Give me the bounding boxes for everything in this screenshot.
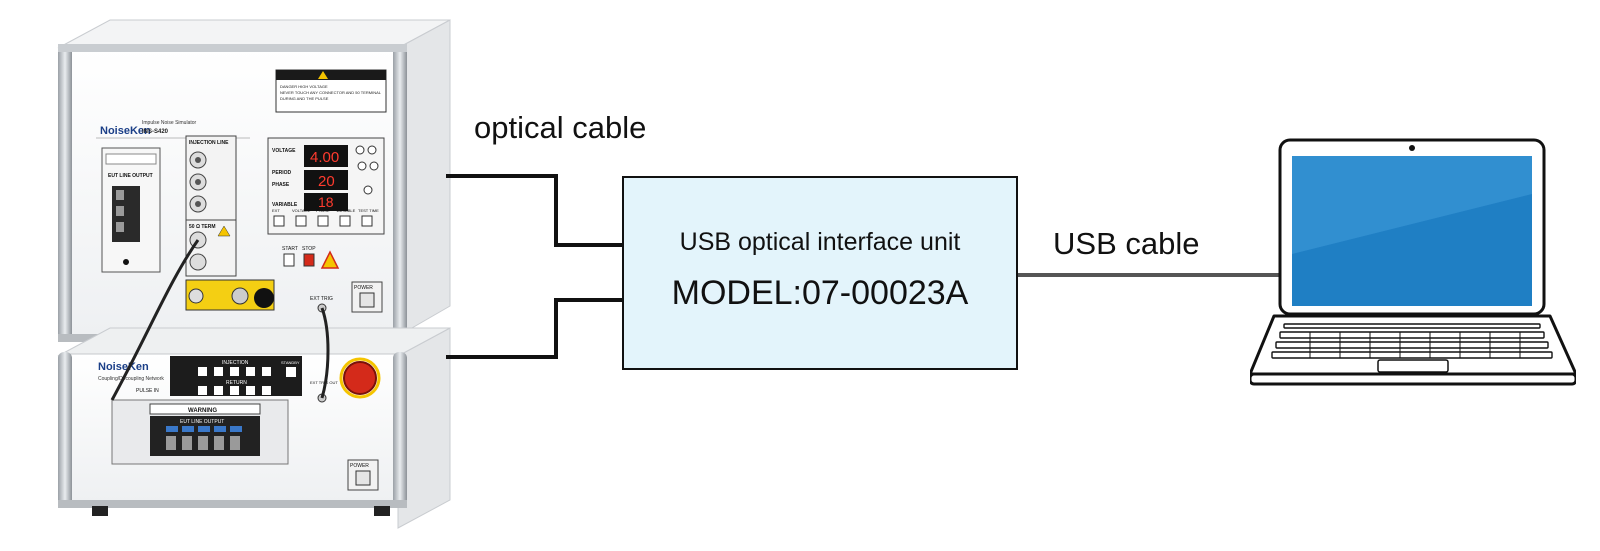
upper-warning-line-0: DANGER HIGH VOLTAGE: [280, 84, 328, 89]
stop-label: STOP: [302, 246, 316, 252]
stop-button: [303, 253, 315, 267]
voltage-readout: 4.00: [310, 149, 339, 166]
lower-eut-label: EUT LINE OUTPUT: [180, 419, 224, 425]
lower-power-switch: [355, 470, 371, 486]
lower-subtitle: Coupling/Decoupling Network: [98, 376, 164, 382]
lower-return-label: RETURN: [226, 380, 247, 386]
upper-power-switch: [359, 292, 375, 308]
upper-variable-label: VARIABLE: [272, 202, 298, 208]
upper-warning-line-2: DURING AND THE PULSE: [280, 96, 329, 101]
lower-device: NoiseKen Coupling/Decoupling Network INJ…: [57, 327, 451, 529]
interface-unit-title: USB optical interface unit: [679, 228, 961, 256]
btn-label-phase: PHASE: [316, 208, 330, 213]
upper-bottom-buttons: EXT VOLTAGE PHASE VARIABLE TEST TIME: [272, 208, 379, 227]
lower-standby-label: STANDBY: [281, 360, 300, 365]
lower-brand: NoiseKen: [98, 361, 149, 373]
period-readout: 20: [318, 173, 335, 190]
upper-injection-label: INJECTION LINE: [189, 140, 229, 146]
lower-pulse-in-label: PULSE IN: [136, 388, 159, 394]
upper-power-label: POWER: [354, 285, 373, 291]
btn-label-voltage: VOLTAGE: [292, 208, 311, 213]
laptop-trackpad: [1377, 359, 1449, 373]
upper-term-label: 50 Ω TERM: [189, 224, 216, 230]
btn-label-test-time: TEST TIME: [358, 208, 379, 213]
interface-unit-model: MODEL:07-00023A: [671, 274, 969, 312]
phase-readout: 18: [318, 194, 334, 210]
lower-injection-label: INJECTION: [222, 360, 249, 366]
upper-eut-label: EUT LINE OUTPUT: [108, 173, 153, 179]
btn-label-variable: VARIABLE: [336, 208, 356, 213]
btn-label-ext: EXT: [272, 208, 280, 213]
start-label: START: [282, 246, 298, 252]
lower-warning-label: WARNING: [188, 408, 217, 414]
coax-jumper-cable: [110, 239, 200, 401]
laptop-icon: [1250, 138, 1576, 386]
upper-brand: NoiseKen: [100, 125, 151, 137]
upper-subtitle: Impulse Noise Simulator: [142, 120, 197, 126]
start-button: [283, 253, 295, 267]
upper-model: INS-S420: [142, 129, 169, 135]
trig-jumper-cable: [320, 307, 330, 399]
upper-voltage-label: VOLTAGE: [272, 148, 296, 154]
laptop-keyboard: [1271, 323, 1553, 359]
usb-optical-interface-unit: USB optical interface unit MODEL:07-0002…: [622, 176, 1018, 370]
optical-cable-lower: [446, 298, 622, 359]
upper-phase-label: PHASE: [272, 182, 290, 188]
noise-simulator-stack: DANGER HIGH VOLTAGE NEVER TOUCH ANY CONN…: [57, 19, 451, 529]
upper-period-label: PERIOD: [272, 170, 292, 176]
upper-warning-line-1: NEVER TOUCH ANY CONNECTOR AND 50 TERMINA…: [280, 90, 382, 95]
upper-ext-trig-label: EXT TRIG: [310, 296, 333, 302]
lower-power-label: POWER: [350, 463, 369, 469]
optical-cable-label: optical cable: [474, 110, 647, 145]
usb-cable-label: USB cable: [1053, 226, 1200, 261]
emergency-stop-button: [343, 361, 377, 395]
optical-cable-upper: [446, 174, 622, 247]
